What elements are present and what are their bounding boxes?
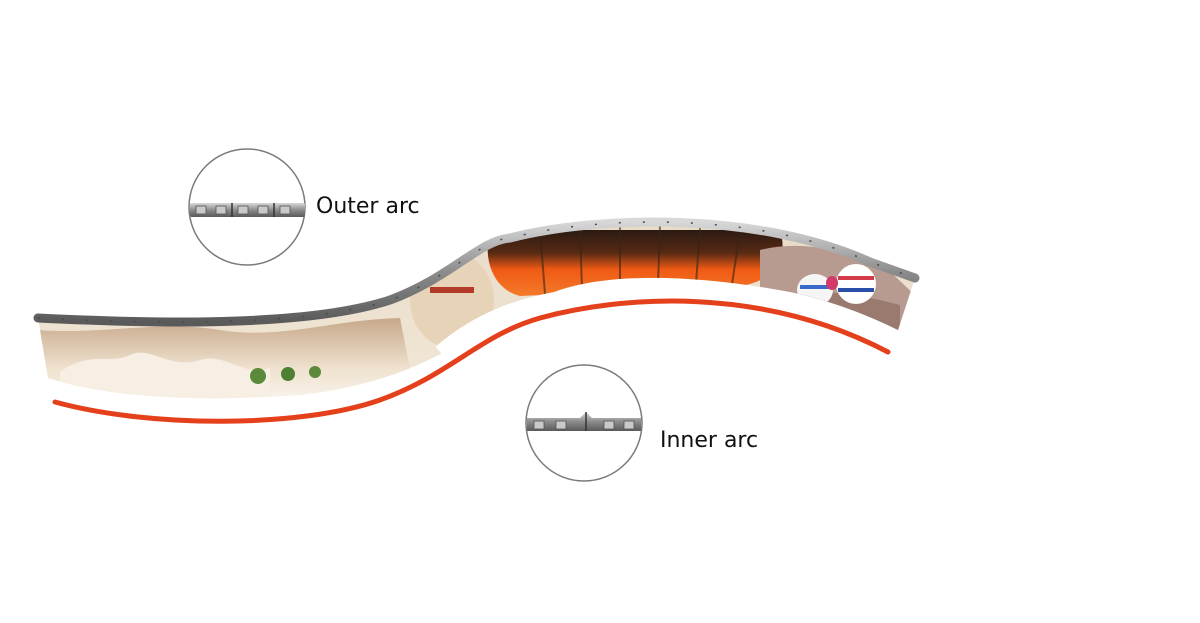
balloon-small	[826, 276, 838, 290]
tree	[281, 367, 295, 381]
balloon-gores	[539, 225, 741, 295]
accent-curve-gap	[435, 291, 562, 358]
accent-curve	[52, 298, 891, 424]
cabinet-rail-outer	[33, 217, 920, 327]
tree	[250, 368, 266, 384]
outer-arc-callout	[188, 148, 306, 266]
balloon-small	[836, 264, 876, 304]
outer-arc-label: Outer arc	[316, 194, 420, 219]
balloon-orange	[487, 230, 783, 296]
inner-arc-callout	[525, 364, 643, 482]
tree	[309, 366, 321, 378]
inner-arc-label: Inner arc	[660, 428, 759, 453]
cabinet-hinge-outer-icon	[190, 203, 305, 217]
cabinet-hinge-inner-icon	[527, 412, 641, 431]
balloon-small-stripe	[800, 285, 830, 289]
